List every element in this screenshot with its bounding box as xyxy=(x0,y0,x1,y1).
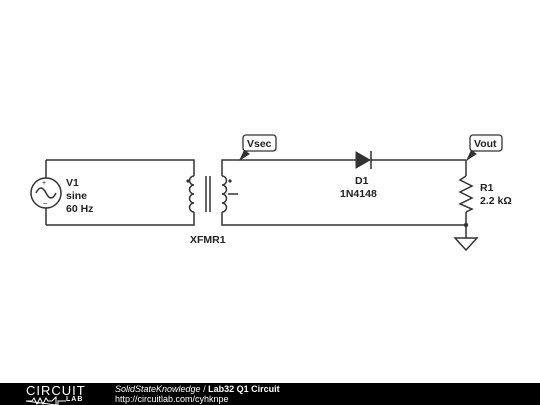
source-type-label: sine xyxy=(66,190,87,202)
source-minus-sign: − xyxy=(43,199,48,208)
source-plus-sign: + xyxy=(42,180,46,187)
source-name-label: V1 xyxy=(66,177,79,189)
diode-part-label: 1N4148 xyxy=(340,188,377,200)
footer-url-link[interactable]: http://circuitlab.com/cyhknpe xyxy=(115,394,229,404)
resistor-r1[interactable] xyxy=(458,175,474,213)
logo-text-bottom: LAB xyxy=(66,396,84,403)
schematic-canvas[interactable]: + − V1 sine 60 Hz XFMR1 D1 1N4148 xyxy=(0,0,540,383)
wire-secondary-bottom xyxy=(221,212,466,226)
transformer-xfmr1[interactable] xyxy=(186,175,232,213)
sine-wave-icon xyxy=(35,187,57,199)
primary-coil xyxy=(188,175,195,213)
ground-triangle xyxy=(453,237,479,252)
secondary-coil xyxy=(221,175,228,213)
wire-secondary-top xyxy=(221,159,356,176)
probe-vsec-box xyxy=(242,134,277,152)
junction-dot xyxy=(463,222,469,228)
source-freq-label: 60 Hz xyxy=(66,203,93,215)
voltage-source-v1[interactable]: + − xyxy=(30,177,62,209)
diode-triangle xyxy=(355,151,372,169)
footer-title-line: SolidStateKnowledge / Lab32 Q1 Circuit xyxy=(115,384,280,394)
probe-vsec[interactable]: Vsec xyxy=(239,134,277,161)
wire-primary-bottom xyxy=(46,212,195,226)
footer-circuit-title: Lab32 Q1 Circuit xyxy=(208,384,280,394)
diode-d1[interactable] xyxy=(355,151,372,169)
secondary-dot xyxy=(228,179,232,183)
footer-bar: CIRCUIT LAB SolidStateKnowledge / Lab32 … xyxy=(0,383,540,405)
schematic-svg: + − V1 sine 60 Hz XFMR1 D1 1N4148 xyxy=(30,134,512,252)
probe-vout[interactable]: Vout xyxy=(466,134,503,161)
circuitlab-logo[interactable]: CIRCUIT LAB xyxy=(26,383,96,405)
transformer-label: XFMR1 xyxy=(190,234,226,246)
diode-name-label: D1 xyxy=(355,175,369,187)
footer-author-link[interactable]: SolidStateKnowledge xyxy=(115,384,201,394)
wire-primary-top xyxy=(46,159,195,176)
footer-separator: / xyxy=(200,384,209,394)
resistor-name-label: R1 xyxy=(480,182,494,194)
probe-vsec-tip xyxy=(239,150,250,161)
resistor-zigzag xyxy=(458,175,474,213)
resistor-value-label: 2.2 kΩ xyxy=(480,195,512,207)
logo-resistor-icon xyxy=(26,396,66,405)
logo-text-top: CIRCUIT xyxy=(26,383,86,398)
source-circle xyxy=(30,177,62,209)
probe-vsec-label: Vsec xyxy=(247,138,272,150)
probe-vout-box xyxy=(469,134,503,152)
probe-vout-tip xyxy=(466,150,477,161)
probe-vout-label: Vout xyxy=(474,138,497,150)
footer-text: SolidStateKnowledge / Lab32 Q1 Circuit h… xyxy=(115,384,280,404)
ground-symbol[interactable] xyxy=(453,237,479,252)
primary-dot xyxy=(186,179,190,183)
